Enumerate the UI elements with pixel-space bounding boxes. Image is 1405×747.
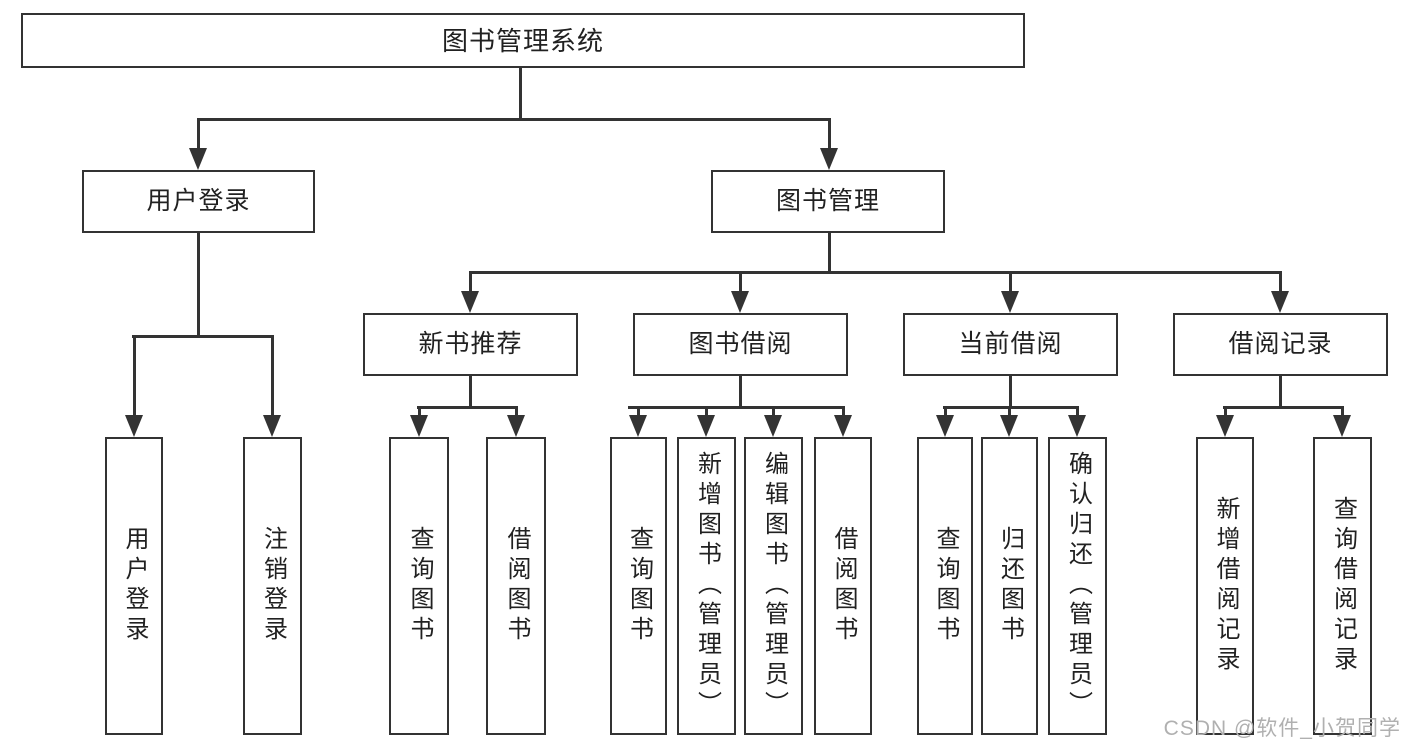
arrowhead-down-icon [731, 291, 749, 313]
arrow-stub [1223, 406, 1227, 417]
leaf-record-query-record: 查询借阅记录 [1313, 437, 1372, 735]
leaf-rec-borrow-book-label: 借阅图书 [503, 526, 530, 646]
leaf-borrow-query-book-label: 查询图书 [625, 526, 653, 646]
arrow-stub [738, 271, 742, 293]
node-book-borrow: 图书借阅 [633, 313, 848, 376]
connector-borrow-drop [739, 376, 742, 406]
leaf-borrow-edit-book-admin-label: 编辑图书（管理员） [760, 451, 788, 721]
node-book-management: 图书管理 [711, 170, 945, 233]
connector-root-drop [519, 68, 522, 118]
arrowhead-down-icon [1333, 415, 1351, 437]
arrowhead-down-icon [1000, 415, 1018, 437]
leaf-current-confirm-return-admin-label: 确认归还（管理员） [1064, 451, 1092, 721]
arrowhead-down-icon [410, 415, 428, 437]
leaf-borrow-add-book-admin-label: 新增图书（管理员） [693, 451, 721, 721]
node-new-book-recommend-label: 新书推荐 [418, 330, 523, 358]
connector-record-drop [1278, 376, 1282, 406]
arrowhead-down-icon [834, 415, 852, 437]
arrowhead-down-icon [1271, 291, 1289, 313]
leaf-record-add-record-label: 新增借阅记录 [1212, 496, 1239, 676]
node-root: 图书管理系统 [21, 13, 1025, 68]
leaf-borrow-borrow-book: 借阅图书 [814, 437, 872, 735]
connector-level3-branch [469, 271, 1281, 274]
connector-rec-drop [468, 376, 472, 406]
connector-record-branch [1223, 406, 1344, 409]
leaf-current-query-book-label: 查询图书 [932, 526, 959, 646]
node-current-borrow-label: 当前借阅 [958, 330, 1063, 358]
arrow-stub [417, 406, 421, 417]
arrowhead-down-icon [461, 291, 479, 313]
arrow-stub [514, 406, 518, 417]
node-book-management-label: 图书管理 [775, 187, 880, 215]
leaf-logout: 注销登录 [243, 437, 302, 735]
leaf-current-confirm-return-admin: 确认归还（管理员） [1048, 437, 1107, 735]
leaf-logout-label: 注销登录 [259, 526, 287, 646]
connector-borrow-branch [628, 406, 844, 409]
connector-login-branch [132, 335, 274, 338]
leaf-borrow-borrow-book-label: 借阅图书 [830, 526, 857, 646]
arrow-stub [196, 118, 200, 150]
arrowhead-down-icon [936, 415, 954, 437]
leaf-user-login: 用户登录 [105, 437, 163, 735]
leaf-borrow-edit-book-admin: 编辑图书（管理员） [744, 437, 803, 735]
arrow-stub [704, 406, 708, 417]
arrow-stub [1075, 406, 1079, 417]
arrowhead-down-icon [697, 415, 715, 437]
arrowhead-down-icon [263, 415, 281, 437]
arrow-stub [636, 406, 640, 417]
node-borrow-record: 借阅记录 [1173, 313, 1388, 376]
arrowhead-down-icon [1216, 415, 1234, 437]
leaf-current-return-book-label: 归还图书 [996, 526, 1024, 646]
arrowhead-down-icon [820, 148, 838, 170]
arrow-stub [1340, 406, 1344, 417]
arrow-stub [132, 335, 136, 417]
arrow-stub [1008, 271, 1012, 293]
node-current-borrow: 当前借阅 [903, 313, 1118, 376]
connector-mgmt-drop [827, 233, 831, 271]
connector-current-drop [1008, 376, 1012, 406]
leaf-rec-query-book: 查询图书 [389, 437, 449, 735]
arrow-stub [943, 406, 947, 417]
node-user-login: 用户登录 [82, 170, 315, 233]
arrow-stub [1278, 271, 1282, 293]
arrow-stub [841, 406, 845, 417]
node-book-borrow-label: 图书借阅 [688, 330, 793, 358]
leaf-current-return-book: 归还图书 [981, 437, 1038, 735]
leaf-rec-query-book-label: 查询图书 [406, 526, 433, 646]
connector-level2-branch [197, 118, 830, 121]
arrow-stub [771, 406, 775, 417]
arrow-stub [270, 335, 274, 417]
node-user-login-label: 用户登录 [146, 187, 251, 215]
csdn-watermark: CSDN @软件_小贺同学 [1163, 717, 1401, 740]
arrowhead-down-icon [507, 415, 525, 437]
arrow-stub [827, 118, 831, 150]
node-root-label: 图书管理系统 [441, 25, 604, 56]
arrowhead-down-icon [1001, 291, 1019, 313]
arrowhead-down-icon [125, 415, 143, 437]
connector-rec-branch [417, 406, 518, 409]
leaf-borrow-query-book: 查询图书 [610, 437, 667, 735]
connector-current-branch [943, 406, 1079, 409]
arrow-stub [1007, 406, 1011, 417]
leaf-rec-borrow-book: 借阅图书 [486, 437, 546, 735]
node-borrow-record-label: 借阅记录 [1228, 330, 1333, 358]
leaf-record-add-record: 新增借阅记录 [1196, 437, 1254, 735]
node-new-book-recommend: 新书推荐 [363, 313, 578, 376]
arrowhead-down-icon [1068, 415, 1086, 437]
connector-login-drop [196, 233, 200, 335]
leaf-current-query-book: 查询图书 [917, 437, 973, 735]
arrowhead-down-icon [629, 415, 647, 437]
leaf-user-login-label: 用户登录 [121, 526, 148, 646]
arrowhead-down-icon [764, 415, 782, 437]
arrowhead-down-icon [189, 148, 207, 170]
leaf-borrow-add-book-admin: 新增图书（管理员） [677, 437, 736, 735]
arrow-stub [468, 271, 472, 293]
leaf-record-query-record-label: 查询借阅记录 [1329, 496, 1357, 676]
